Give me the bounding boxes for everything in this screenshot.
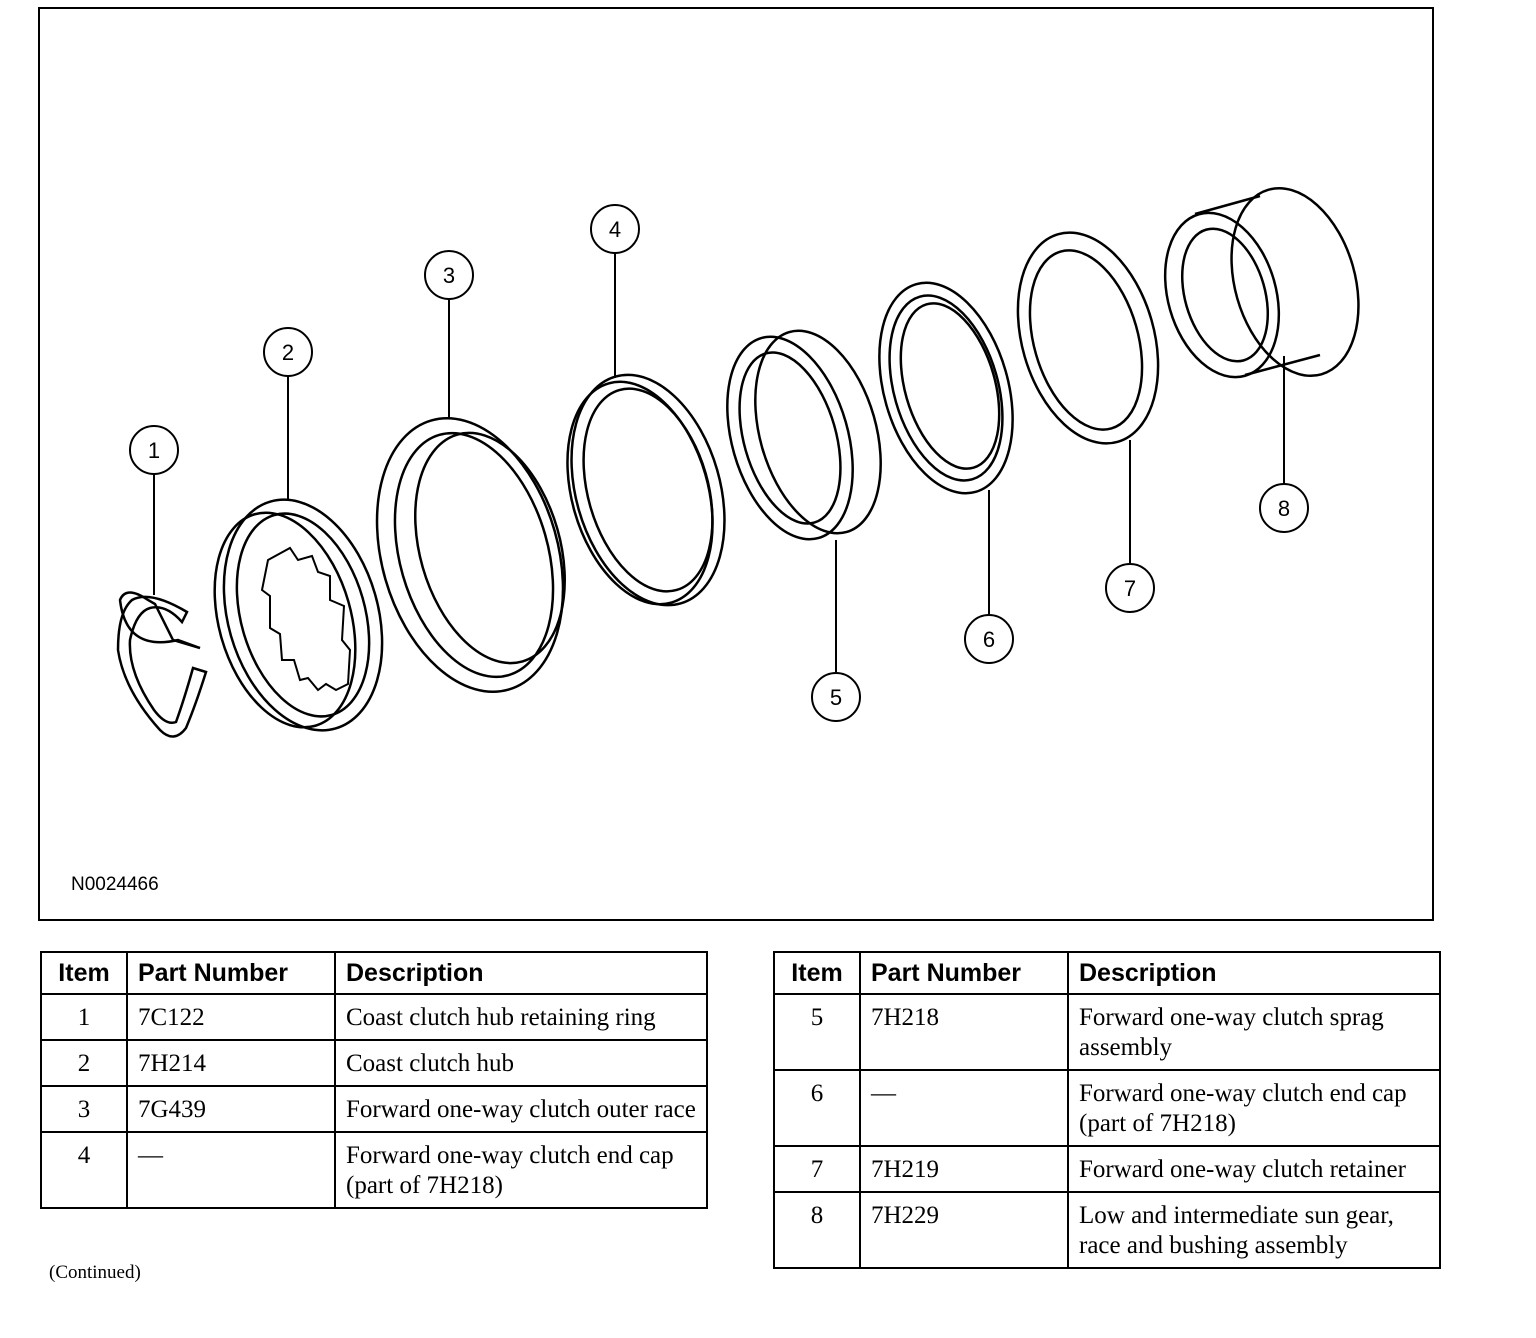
part-7-retainer (1016, 231, 1160, 445)
table-row: 5 7H218 Forward one-way clutch sprag ass… (773, 993, 1441, 1071)
description-cell: Forward one-way clutch sprag assembly (1067, 993, 1441, 1071)
item-cell: 4 (40, 1131, 128, 1209)
part-3-outer-race (375, 417, 566, 693)
item-cell: 3 (40, 1085, 128, 1133)
callout-6: 6 (983, 627, 995, 652)
table-row: 8 7H229 Low and intermediate sun gear, r… (773, 1191, 1441, 1269)
callout-2: 2 (282, 340, 294, 365)
header-part-number: Part Number (859, 951, 1069, 995)
part-number-cell: — (126, 1131, 336, 1209)
header-item: Item (773, 951, 861, 995)
header-item: Item (40, 951, 128, 995)
part-number-cell: 7G439 (126, 1085, 336, 1133)
parts-table-right: Item Part Number Description 5 7H218 For… (773, 951, 1441, 1269)
description-cell: Forward one-way clutch retainer (1067, 1145, 1441, 1193)
item-cell: 2 (40, 1039, 128, 1087)
description-cell: Forward one-way clutch end cap (part of … (1067, 1069, 1441, 1147)
callout-1: 1 (148, 438, 160, 463)
leader-lines (153, 253, 1285, 672)
header-description: Description (1067, 951, 1441, 995)
part-4-end-cap (566, 373, 726, 607)
figure-id: N0024466 (71, 874, 159, 895)
continued-note: (Continued) (49, 1262, 141, 1283)
part-number-cell: — (859, 1069, 1069, 1147)
table-row: 2 7H214 Coast clutch hub (40, 1039, 708, 1087)
part-5-sprag-assembly (726, 329, 882, 541)
part-number-cell: 7H214 (126, 1039, 336, 1087)
item-cell: 5 (773, 993, 861, 1071)
item-cell: 1 (40, 993, 128, 1041)
callout-3: 3 (443, 263, 455, 288)
part-number-cell: 7H219 (859, 1145, 1069, 1193)
table-header-row: Item Part Number Description (40, 951, 708, 995)
description-cell: Forward one-way clutch end cap (part of … (334, 1131, 708, 1209)
description-cell: Coast clutch hub retaining ring (334, 993, 708, 1041)
callout-7: 7 (1124, 576, 1136, 601)
table-header-row: Item Part Number Description (773, 951, 1441, 995)
item-cell: 6 (773, 1069, 861, 1147)
item-cell: 8 (773, 1191, 861, 1269)
description-cell: Forward one-way clutch outer race (334, 1085, 708, 1133)
table-row: 1 7C122 Coast clutch hub retaining ring (40, 993, 708, 1041)
part-number-cell: 7C122 (126, 993, 336, 1041)
figure-frame (38, 7, 1434, 921)
item-cell: 7 (773, 1145, 861, 1193)
description-cell: Low and intermediate sun gear, race and … (1067, 1191, 1441, 1269)
part-1-retaining-ring (116, 591, 208, 738)
part-8-sun-gear-assembly (1163, 186, 1360, 379)
table-row: 7 7H219 Forward one-way clutch retainer (773, 1145, 1441, 1193)
callout-5: 5 (830, 685, 842, 710)
table-row: 6 — Forward one-way clutch end cap (part… (773, 1069, 1441, 1147)
part-number-cell: 7H218 (859, 993, 1069, 1071)
callout-circles (129, 204, 1309, 722)
callout-8: 8 (1278, 496, 1290, 521)
description-cell: Coast clutch hub (334, 1039, 708, 1087)
header-part-number: Part Number (126, 951, 336, 995)
callout-4: 4 (609, 217, 621, 242)
table-row: 4 — Forward one-way clutch end cap (part… (40, 1131, 708, 1209)
part-number-cell: 7H229 (859, 1191, 1069, 1269)
parts-table-left: Item Part Number Description 1 7C122 Coa… (40, 951, 708, 1209)
part-6-end-cap (878, 281, 1014, 495)
part-2-coast-clutch-hub (213, 498, 384, 732)
header-description: Description (334, 951, 708, 995)
table-row: 3 7G439 Forward one-way clutch outer rac… (40, 1085, 708, 1133)
